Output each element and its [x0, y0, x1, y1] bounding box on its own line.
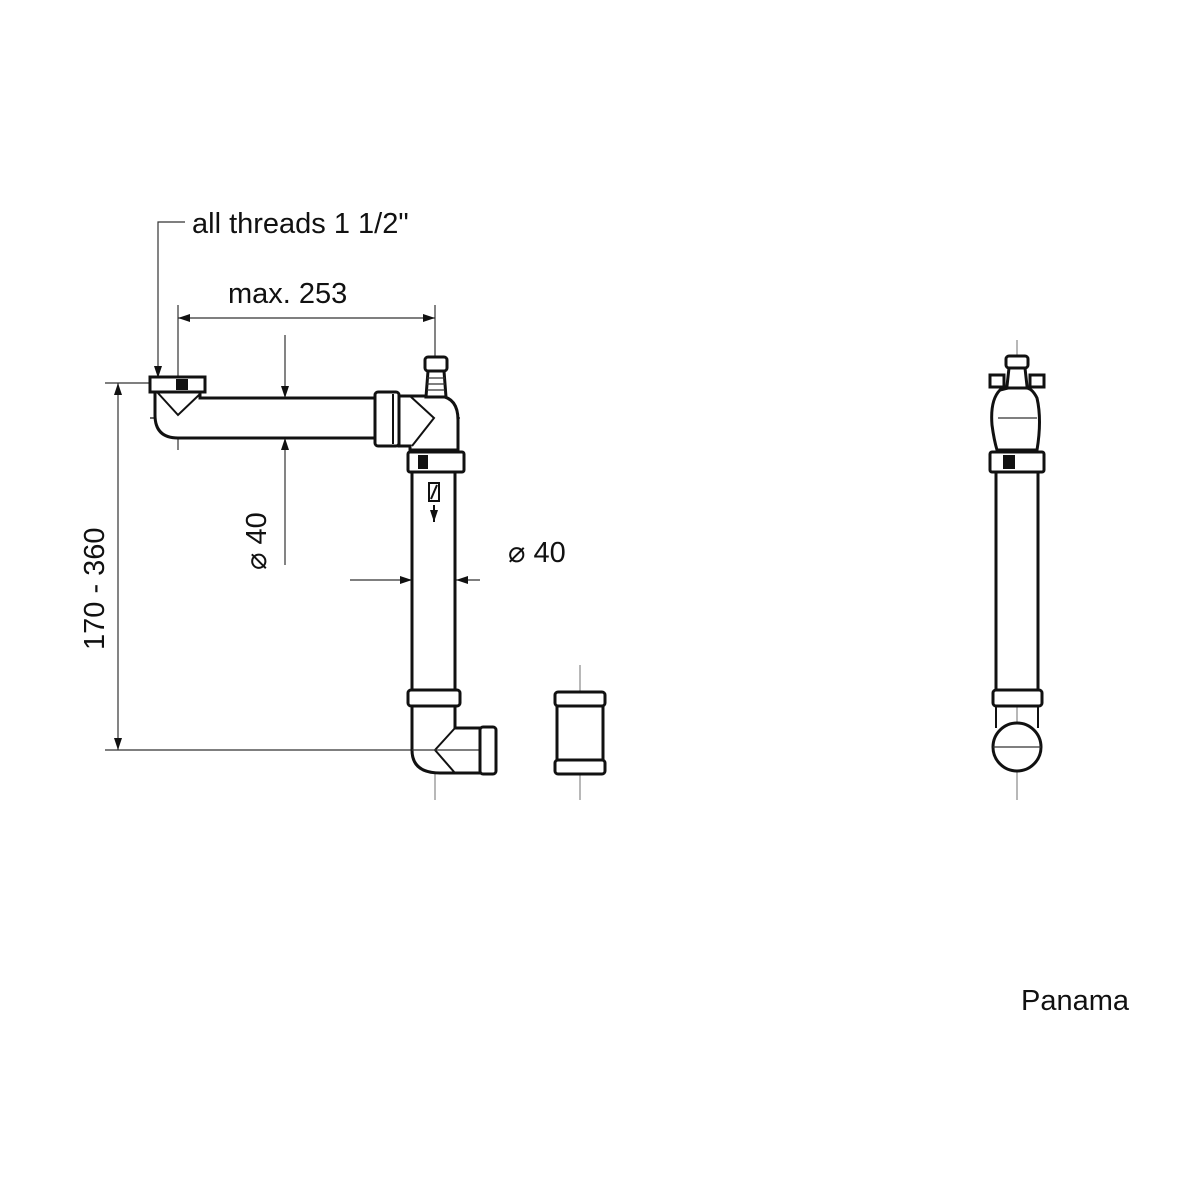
height-dimension-label: 170 - 360 [79, 527, 111, 650]
siphon-front-view [148, 355, 498, 800]
width-dimension-label: max. 253 [228, 278, 347, 310]
horizontal-pipe-diameter-label: ⌀ 40 [241, 512, 273, 570]
loose-coupling-part [553, 665, 607, 800]
thread-note-leader [154, 221, 185, 378]
product-name-label: Panama [1021, 985, 1130, 1017]
vertical-pipe-diameter-label: ⌀ 40 [508, 537, 566, 569]
height-dimension-line [105, 382, 435, 751]
thread-note-label: all threads 1 1/2" [192, 208, 409, 240]
siphon-side-view [988, 340, 1046, 800]
